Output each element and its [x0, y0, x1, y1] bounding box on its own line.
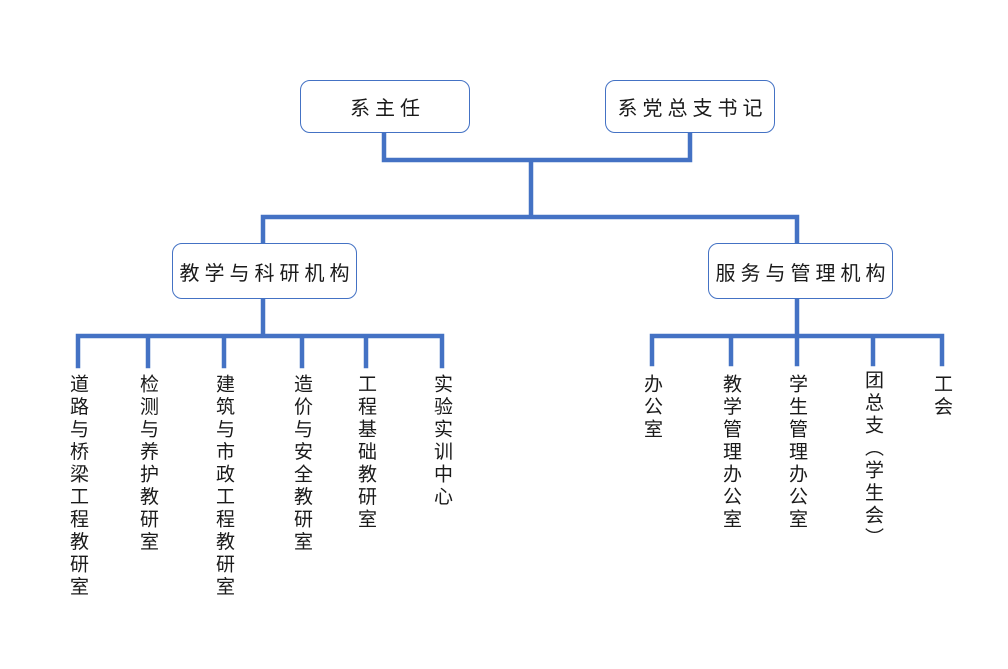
leaf-student-management-office: 学生管理办公室	[786, 374, 808, 532]
node-department-director-label: 系主任	[350, 96, 425, 120]
leaf-cost-safety-teaching-office: 造价与安全教研室	[291, 374, 313, 554]
leaf-experiment-training-center: 实验实训中心	[431, 374, 453, 509]
connector-teaching-branch	[75, 295, 445, 369]
node-party-branch-secretary-label: 系党总支书记	[617, 96, 768, 120]
leaf-teaching-management-office: 教学管理办公室	[720, 374, 742, 532]
leaf-engineering-foundation-teaching-office: 工程基础教研室	[355, 374, 377, 532]
leaf-road-bridge-teaching-office: 道路与桥梁工程教研室	[67, 374, 89, 599]
connector-level1	[260, 128, 800, 245]
leaf-testing-maintenance-teaching-office: 检测与养护教研室	[137, 374, 159, 554]
leaf-general-office: 办公室	[641, 374, 663, 442]
node-party-branch-secretary: 系党总支书记	[605, 80, 775, 133]
node-department-director: 系主任	[300, 80, 470, 133]
leaf-architecture-municipal-teaching-office: 建筑与市政工程教研室	[213, 374, 235, 599]
connector-service-branch	[649, 295, 945, 367]
leaf-youth-league-student-union: 团总支（学生会）	[862, 370, 884, 550]
node-teaching-research-org-label: 教学与科研机构	[179, 260, 355, 285]
leaf-labor-union: 工会	[931, 374, 953, 419]
node-service-management-org: 服务与管理机构	[708, 243, 893, 299]
node-teaching-research-org: 教学与科研机构	[172, 243, 357, 299]
node-service-management-org-label: 服务与管理机构	[715, 260, 891, 285]
